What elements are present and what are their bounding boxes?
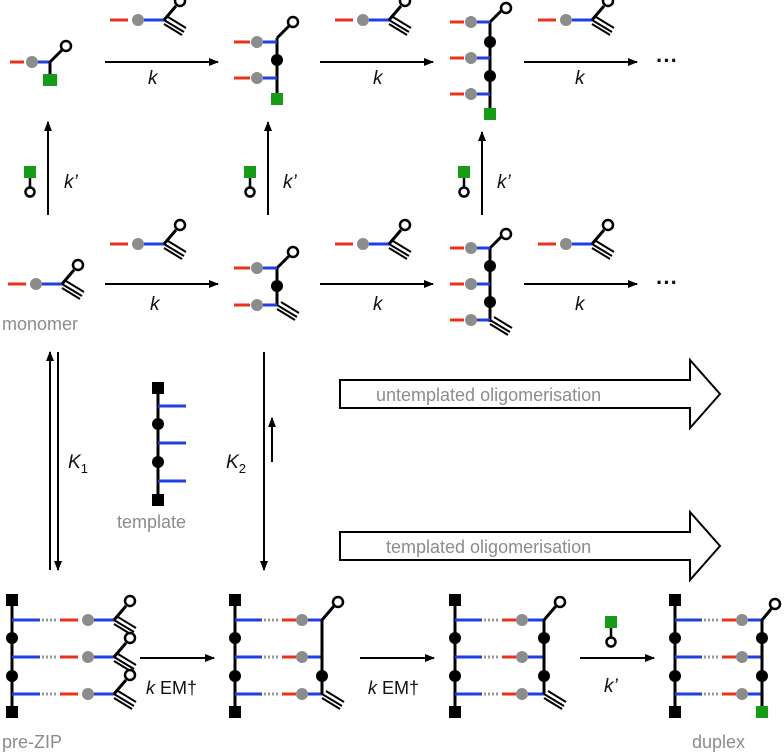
- prezip-label: pre-ZIP: [2, 732, 62, 752]
- kprime-cap-1: [22, 164, 38, 198]
- row1-k-2: k: [373, 68, 384, 89]
- row1-incoming-monomer-2: [333, 0, 413, 37]
- row1-k-3: k: [575, 68, 586, 89]
- row2-k-1: k: [150, 294, 161, 315]
- row2-incoming-monomer-1: [108, 218, 188, 261]
- row2-k-2: k: [373, 294, 384, 315]
- K2-label: K2: [226, 452, 246, 476]
- kprime-label-3: k’: [497, 172, 512, 193]
- row2-k-3: k: [575, 294, 586, 315]
- bottom-kprime-label: k’: [604, 676, 619, 697]
- prezip-monomer-2: [58, 631, 138, 674]
- bottom-kprime-cap: [603, 614, 619, 648]
- row1-species-2: [234, 15, 300, 105]
- untemplated-arrow: untemplated oligomerisation: [339, 357, 722, 431]
- zip-intermediate-1: [229, 594, 345, 718]
- kem-label-2: k EM†: [368, 678, 419, 698]
- row2-incoming-monomer-3: [536, 218, 616, 261]
- kprime-label-2: k’: [283, 172, 298, 193]
- row1-k-1: k: [148, 68, 159, 89]
- row2-species-2: [234, 245, 300, 321]
- monomer-species: [6, 258, 86, 301]
- equilibrium-K1-arrows: [46, 351, 62, 571]
- duplex-complex: [669, 594, 782, 718]
- kprime-cap-2: [242, 164, 258, 198]
- templated-label: templated oligomerisation: [386, 537, 591, 557]
- row2-species-3: [450, 227, 513, 336]
- template-label: template: [117, 512, 186, 532]
- prezip-monomer-1: [58, 594, 138, 637]
- monomer-label: monomer: [2, 314, 78, 334]
- row1-ellipsis: ···: [656, 48, 678, 73]
- prezip-monomer-3: [58, 668, 138, 711]
- row1-incoming-monomer-3: [536, 0, 616, 37]
- row1-species-1: [10, 39, 73, 86]
- zip-intermediate-2: [449, 594, 567, 718]
- untemplated-label: untemplated oligomerisation: [376, 385, 601, 405]
- row1-species-3: [450, 1, 513, 120]
- template-structure: [152, 382, 186, 506]
- kprime-cap-3: [456, 164, 472, 198]
- kem-label-1: k EM†: [146, 678, 197, 698]
- templated-arrow: templated oligomerisation: [339, 509, 722, 583]
- duplex-label: duplex: [692, 732, 745, 752]
- kprime-label-1: k’: [64, 172, 79, 193]
- K1-label: K1: [68, 452, 88, 476]
- row2-ellipsis: ···: [656, 270, 678, 295]
- equilibrium-K2-arrows: [260, 352, 276, 571]
- row2-incoming-monomer-2: [333, 218, 413, 261]
- row1-incoming-monomer-1: [108, 0, 188, 37]
- prezip-complex: [6, 594, 58, 718]
